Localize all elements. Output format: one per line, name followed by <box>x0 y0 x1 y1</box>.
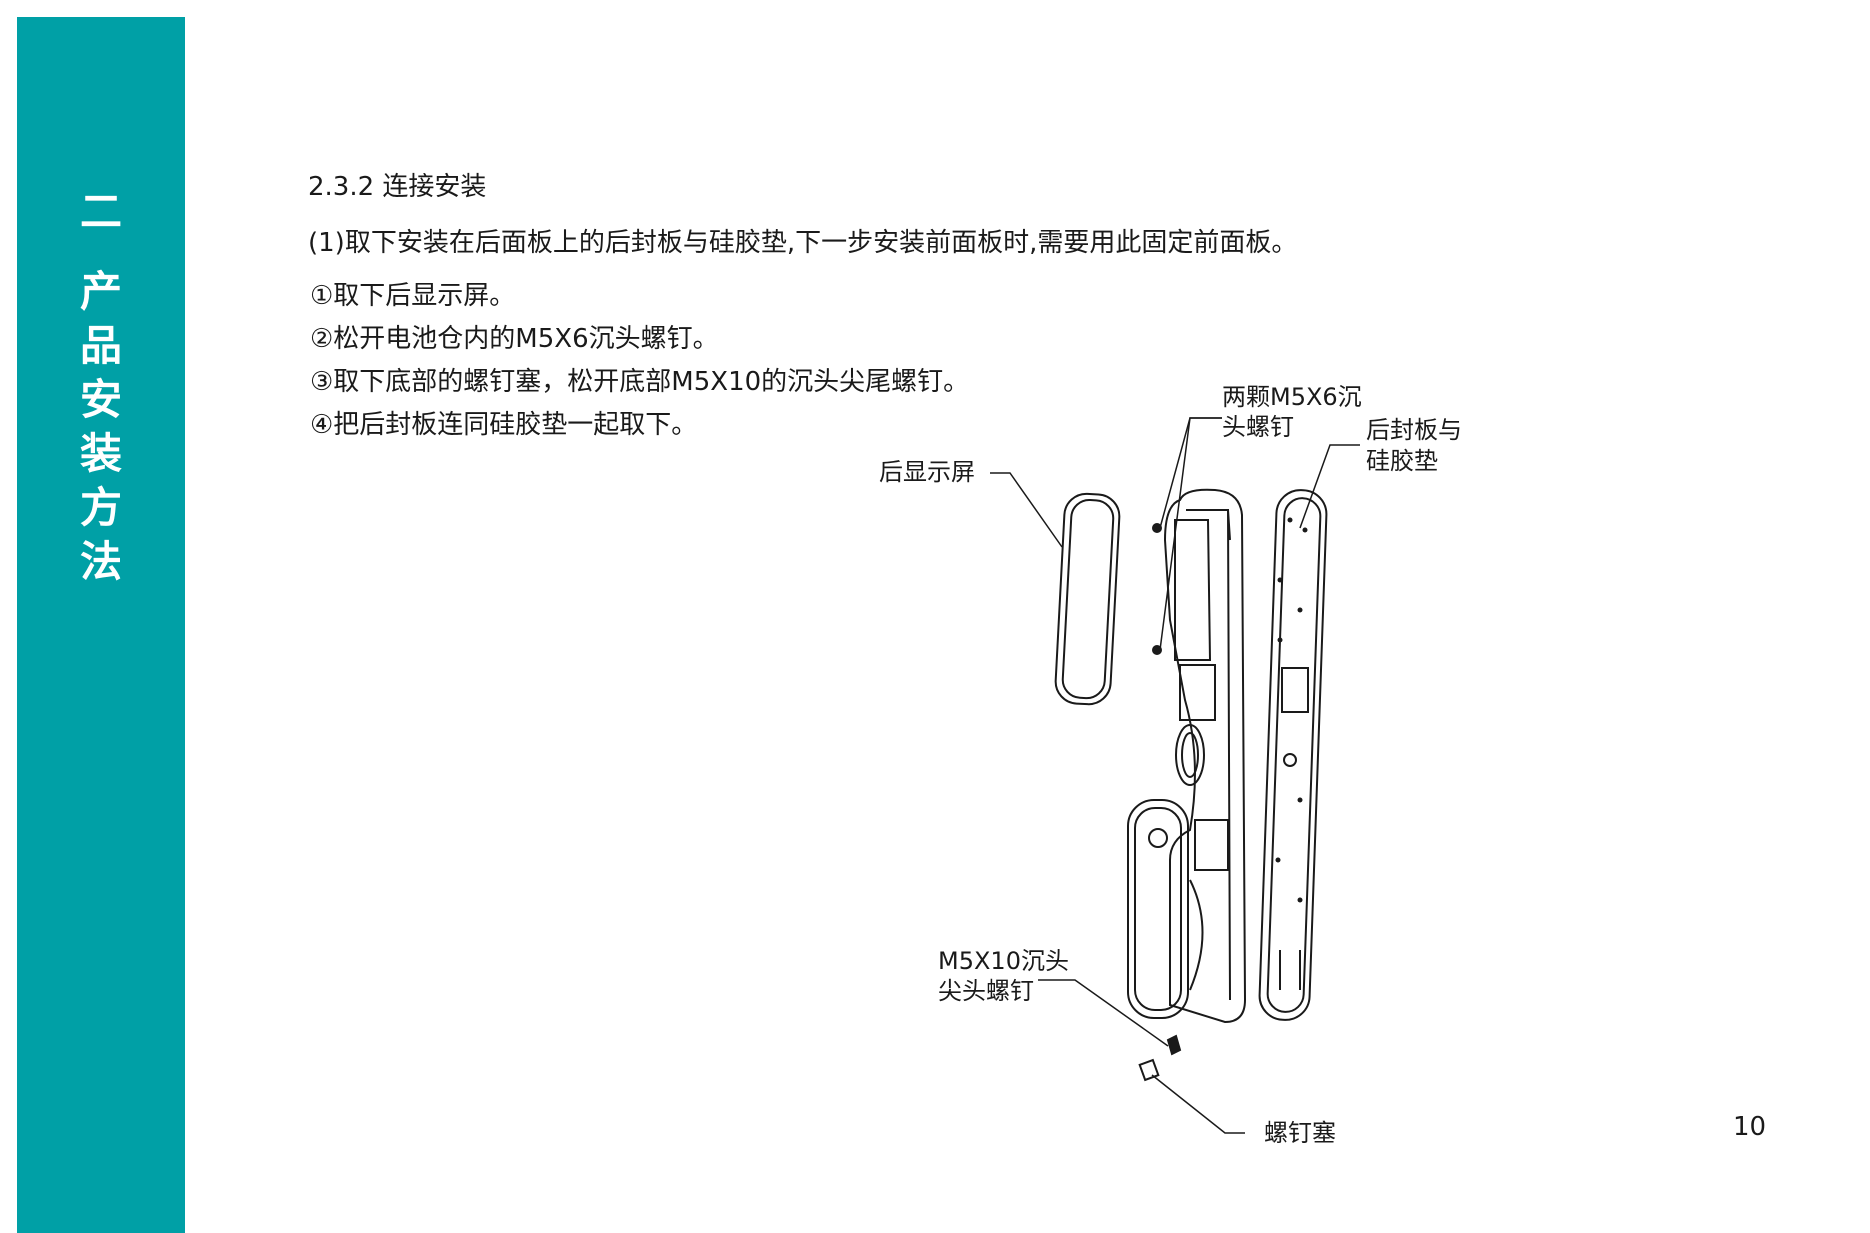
page-number: 10 <box>1733 1112 1767 1142</box>
screw-plug <box>1138 1058 1160 1082</box>
step-item: ④把后封板连同硅胶垫一起取下。 <box>310 410 698 440</box>
section-title-char: 品 <box>79 321 122 370</box>
section-title-char: 方 <box>79 483 122 532</box>
step-list: ①取下后显示屏。 ②松开电池仓内的M5X6沉头螺钉。 ③取下底部的螺钉塞，松开底… <box>310 278 969 450</box>
label-top-screws-line2: 头螺钉 <box>1222 413 1294 441</box>
section-title: 二 产 品 安 装 方 法 <box>17 185 185 589</box>
section-title-char: 产 <box>79 267 122 316</box>
section-number: 二 <box>79 187 122 236</box>
rear-panel-body <box>1163 488 1247 1024</box>
top-screws <box>1152 523 1162 655</box>
section-heading: 2.3.2 连接安装 <box>308 172 487 202</box>
label-bottom-screw-line1: M5X10沉头 <box>938 947 1069 975</box>
section-title-char: 安 <box>79 375 122 424</box>
label-screw-plug: 螺钉塞 <box>1264 1119 1336 1147</box>
label-rear-display: 后显示屏 <box>879 458 975 486</box>
sidebar: 二 产 品 安 装 方 法 <box>17 17 185 1233</box>
label-seal-line1: 后封板与 <box>1366 416 1462 444</box>
instruction-paragraph: (1)取下安装在后面板上的后封板与硅胶垫,下一步安装前面板时,需要用此固定前面板… <box>308 228 1298 258</box>
label-seal-line2: 硅胶垫 <box>1366 447 1438 475</box>
section-title-char: 法 <box>79 537 122 586</box>
label-top-screws-line1: 两颗M5X6沉 <box>1222 383 1362 411</box>
rear-display-screen <box>1054 492 1121 706</box>
handle-piece <box>1127 799 1189 1019</box>
back-seal-plate <box>1258 489 1328 1021</box>
step-item: ③取下底部的螺钉塞，松开底部M5X10的沉头尖尾螺钉。 <box>310 367 970 397</box>
label-bottom-screw-line2: 尖头螺钉 <box>938 977 1034 1005</box>
step-item: ②松开电池仓内的M5X6沉头螺钉。 <box>310 324 719 354</box>
bottom-screw <box>1166 1034 1182 1056</box>
step-item: ①取下后显示屏。 <box>310 281 516 311</box>
section-title-char: 装 <box>79 429 122 478</box>
